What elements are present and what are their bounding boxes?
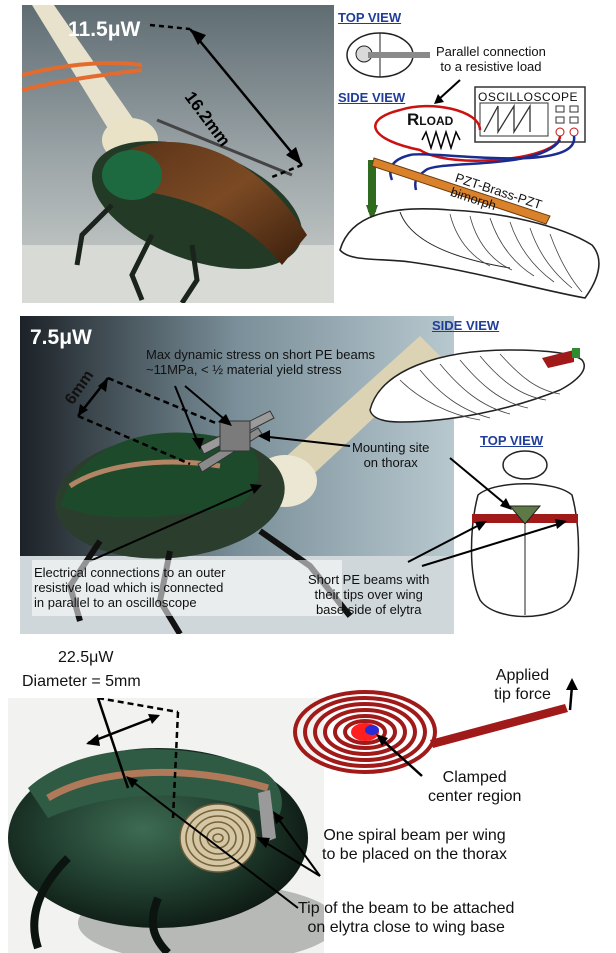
rload-label: RLOAD [407,110,454,129]
power-label-3: 22.5μW [58,649,114,666]
beetle-photo-3 [8,698,324,953]
short-pe-beams-label: Short PE beams with their tips over wing… [308,572,430,617]
spiral-beam-model [293,678,578,777]
panel-1: 11.5μW 16.2mm [0,0,616,310]
mounting-site-label: Mounting site on thorax [352,440,430,470]
power-label-1: 11.5μW [68,18,141,41]
stress-label: Max dynamic stress on short PE beams ~11… [146,347,376,377]
beetle-photo-2 [20,316,454,634]
beam-tip-label: Tip of the beam to be attached on elytra… [298,900,515,936]
spiral-beam-label: One spiral beam per wing to be placed on… [322,827,508,863]
side-view-label-2: SIDE VIEW [432,318,500,333]
electrical-connections-label: Electrical connections to an outer resis… [34,565,226,610]
applied-force-label: Applied tip force [494,667,551,703]
clamped-center-label: Clamped center region [428,769,522,805]
beetle-photo-1 [22,5,334,303]
panel-3: 22.5μW Diameter = 5mm [0,640,616,953]
panel-2: 7.5μW 6mm Max dynamic stress on short PE… [0,310,616,640]
beetle-outline-diagrams-2 [369,348,585,618]
side-view-label-1: SIDE VIEW [338,90,406,105]
power-label-2: 7.5μW [30,326,92,349]
side-view-diagram-1 [339,32,600,299]
parallel-connection-label: Parallel connection to a resistive load [436,44,546,74]
top-view-label-1: TOP VIEW [338,10,402,25]
oscilloscope-label: OSCILLOSCOPE [478,90,579,104]
diameter-label: Diameter = 5mm [22,673,141,690]
top-view-label-2: TOP VIEW [480,433,544,448]
